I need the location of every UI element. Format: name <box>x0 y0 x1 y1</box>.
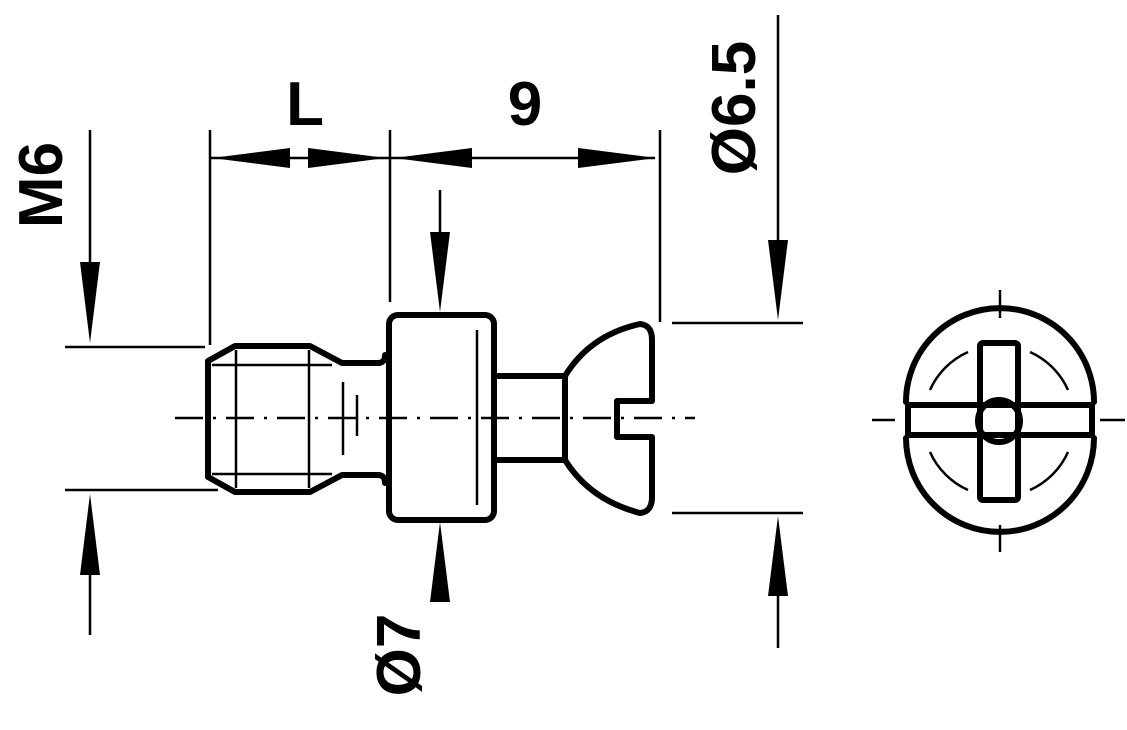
dimension-label-9: 9 <box>508 70 542 139</box>
head-diameter-dimension <box>672 15 803 648</box>
dimension-label-l: L <box>286 70 324 139</box>
dimension-label-d7: Ø7 <box>365 614 434 697</box>
dimension-label-m6: M6 <box>7 142 76 228</box>
dimension-label-d65: Ø6.5 <box>700 41 769 175</box>
length-dimensions <box>208 130 662 345</box>
bolt-side-view <box>175 312 695 523</box>
collar-diameter-dimension <box>430 190 450 602</box>
m6-dimension <box>65 130 218 635</box>
bolt-end-view <box>872 290 1125 552</box>
